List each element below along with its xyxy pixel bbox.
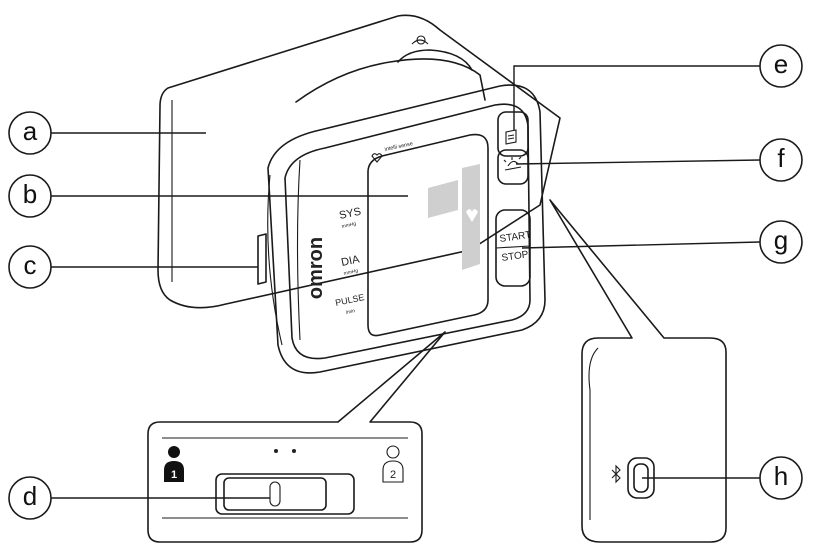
memory-icon [505,129,517,145]
callout-h-label: h [774,461,788,491]
callout-b-label: b [23,179,37,209]
user-2-label: 2 [390,469,396,481]
start-label: START [499,230,532,245]
brand-sub-label: intelli sense [384,141,413,153]
bluetooth-icon [611,464,621,484]
callout-a: a [8,111,52,155]
memory-button[interactable] [497,111,529,157]
callout-g-label: g [774,225,788,255]
user-select-switch[interactable] [215,473,355,515]
callout-c-label: c [24,250,37,280]
user-1-label: 1 [171,469,177,481]
callout-c: c [8,245,52,289]
callout-d-label: d [23,481,37,511]
callout-e: e [759,44,803,88]
user-icon: 1 [164,446,184,482]
stop-label: STOP [501,249,530,264]
user-icon: 2 [382,445,404,483]
sys-label: SYS [338,206,362,222]
brand-logo: omron [305,237,327,299]
callout-f-label: f [777,143,785,173]
screen-segment-block [428,180,458,218]
user-switch-zoom: 1 2 [147,331,446,543]
leader-lines [50,65,761,499]
callout-g: g [759,220,803,264]
callout-h: h [759,456,803,500]
morning-hypertension-icon [503,156,522,171]
pulse-label: PULSE [334,292,365,308]
dia-unit-label: mmHg [343,268,359,277]
callout-f: f [759,138,803,182]
heart-icon [466,209,478,222]
pulse-unit-label: /min [345,308,356,316]
display-screen [367,133,489,337]
main-unit: intelli sense SYS mmHg DIA mmHg PULSE /m… [257,84,546,374]
callout-a-label: a [23,116,38,146]
bluetooth-zoom [549,199,727,543]
sys-unit-label: mmHg [341,221,357,230]
morning-button[interactable] [497,149,529,185]
dia-label: DIA [340,253,361,269]
cuff [157,14,561,309]
callout-b: b [8,174,52,218]
callout-e-label: e [774,49,788,79]
callout-d: d [8,476,52,520]
heart-icon [371,153,383,163]
